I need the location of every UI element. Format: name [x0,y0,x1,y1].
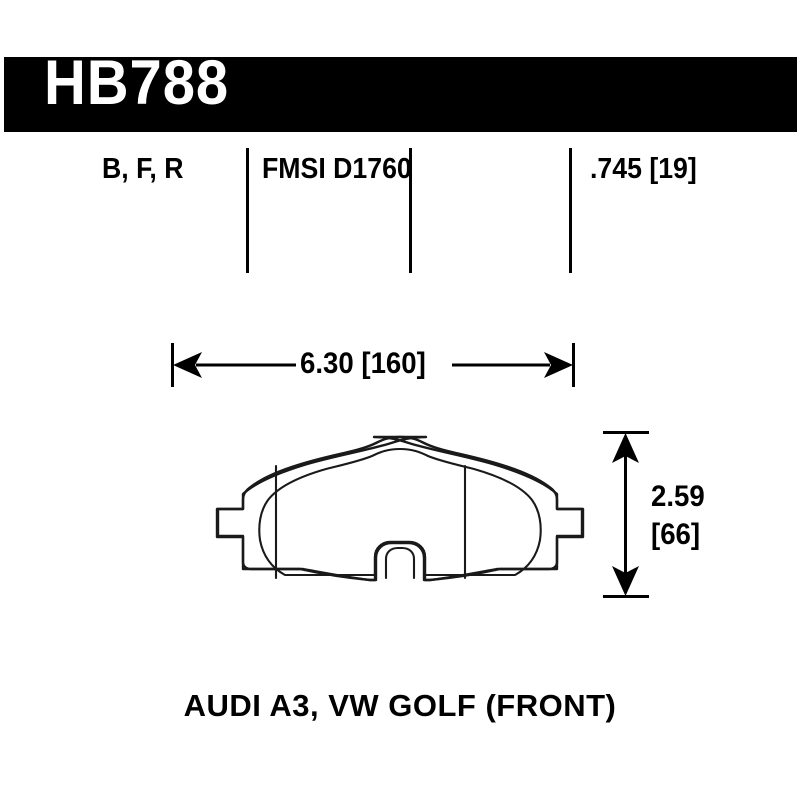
width-dimension-label: 6.30 [160] [300,347,426,380]
arrow-left-icon [173,352,202,378]
top-peak-detail [374,435,426,445]
height-dimension-inches: 2.59 [651,480,705,513]
page-title: HB788 [44,48,230,118]
application-caption: AUDI A3, VW GOLF (FRONT) [183,688,617,723]
compound-codes: B, F, R [102,153,184,185]
spec-divider-right [569,148,572,273]
height-dimension-label: 2.59 [66] [651,478,705,553]
arrow-right-icon [544,352,573,378]
arrow-up-icon [612,433,639,463]
friction-pad-outline [258,447,542,577]
height-dimension-mm: [66] [651,517,701,551]
backing-plate-outline [216,435,584,582]
thickness-value: .745 [19] [590,153,697,185]
fmsi-code: FMSI D1760 [262,153,412,185]
backing-plate-silhouette [215,435,585,582]
spec-divider-left [246,148,249,273]
header-bar [4,57,797,132]
spec-divider-middle [409,148,412,273]
center-notch-inner [384,546,416,580]
arrow-down-icon [612,566,639,596]
